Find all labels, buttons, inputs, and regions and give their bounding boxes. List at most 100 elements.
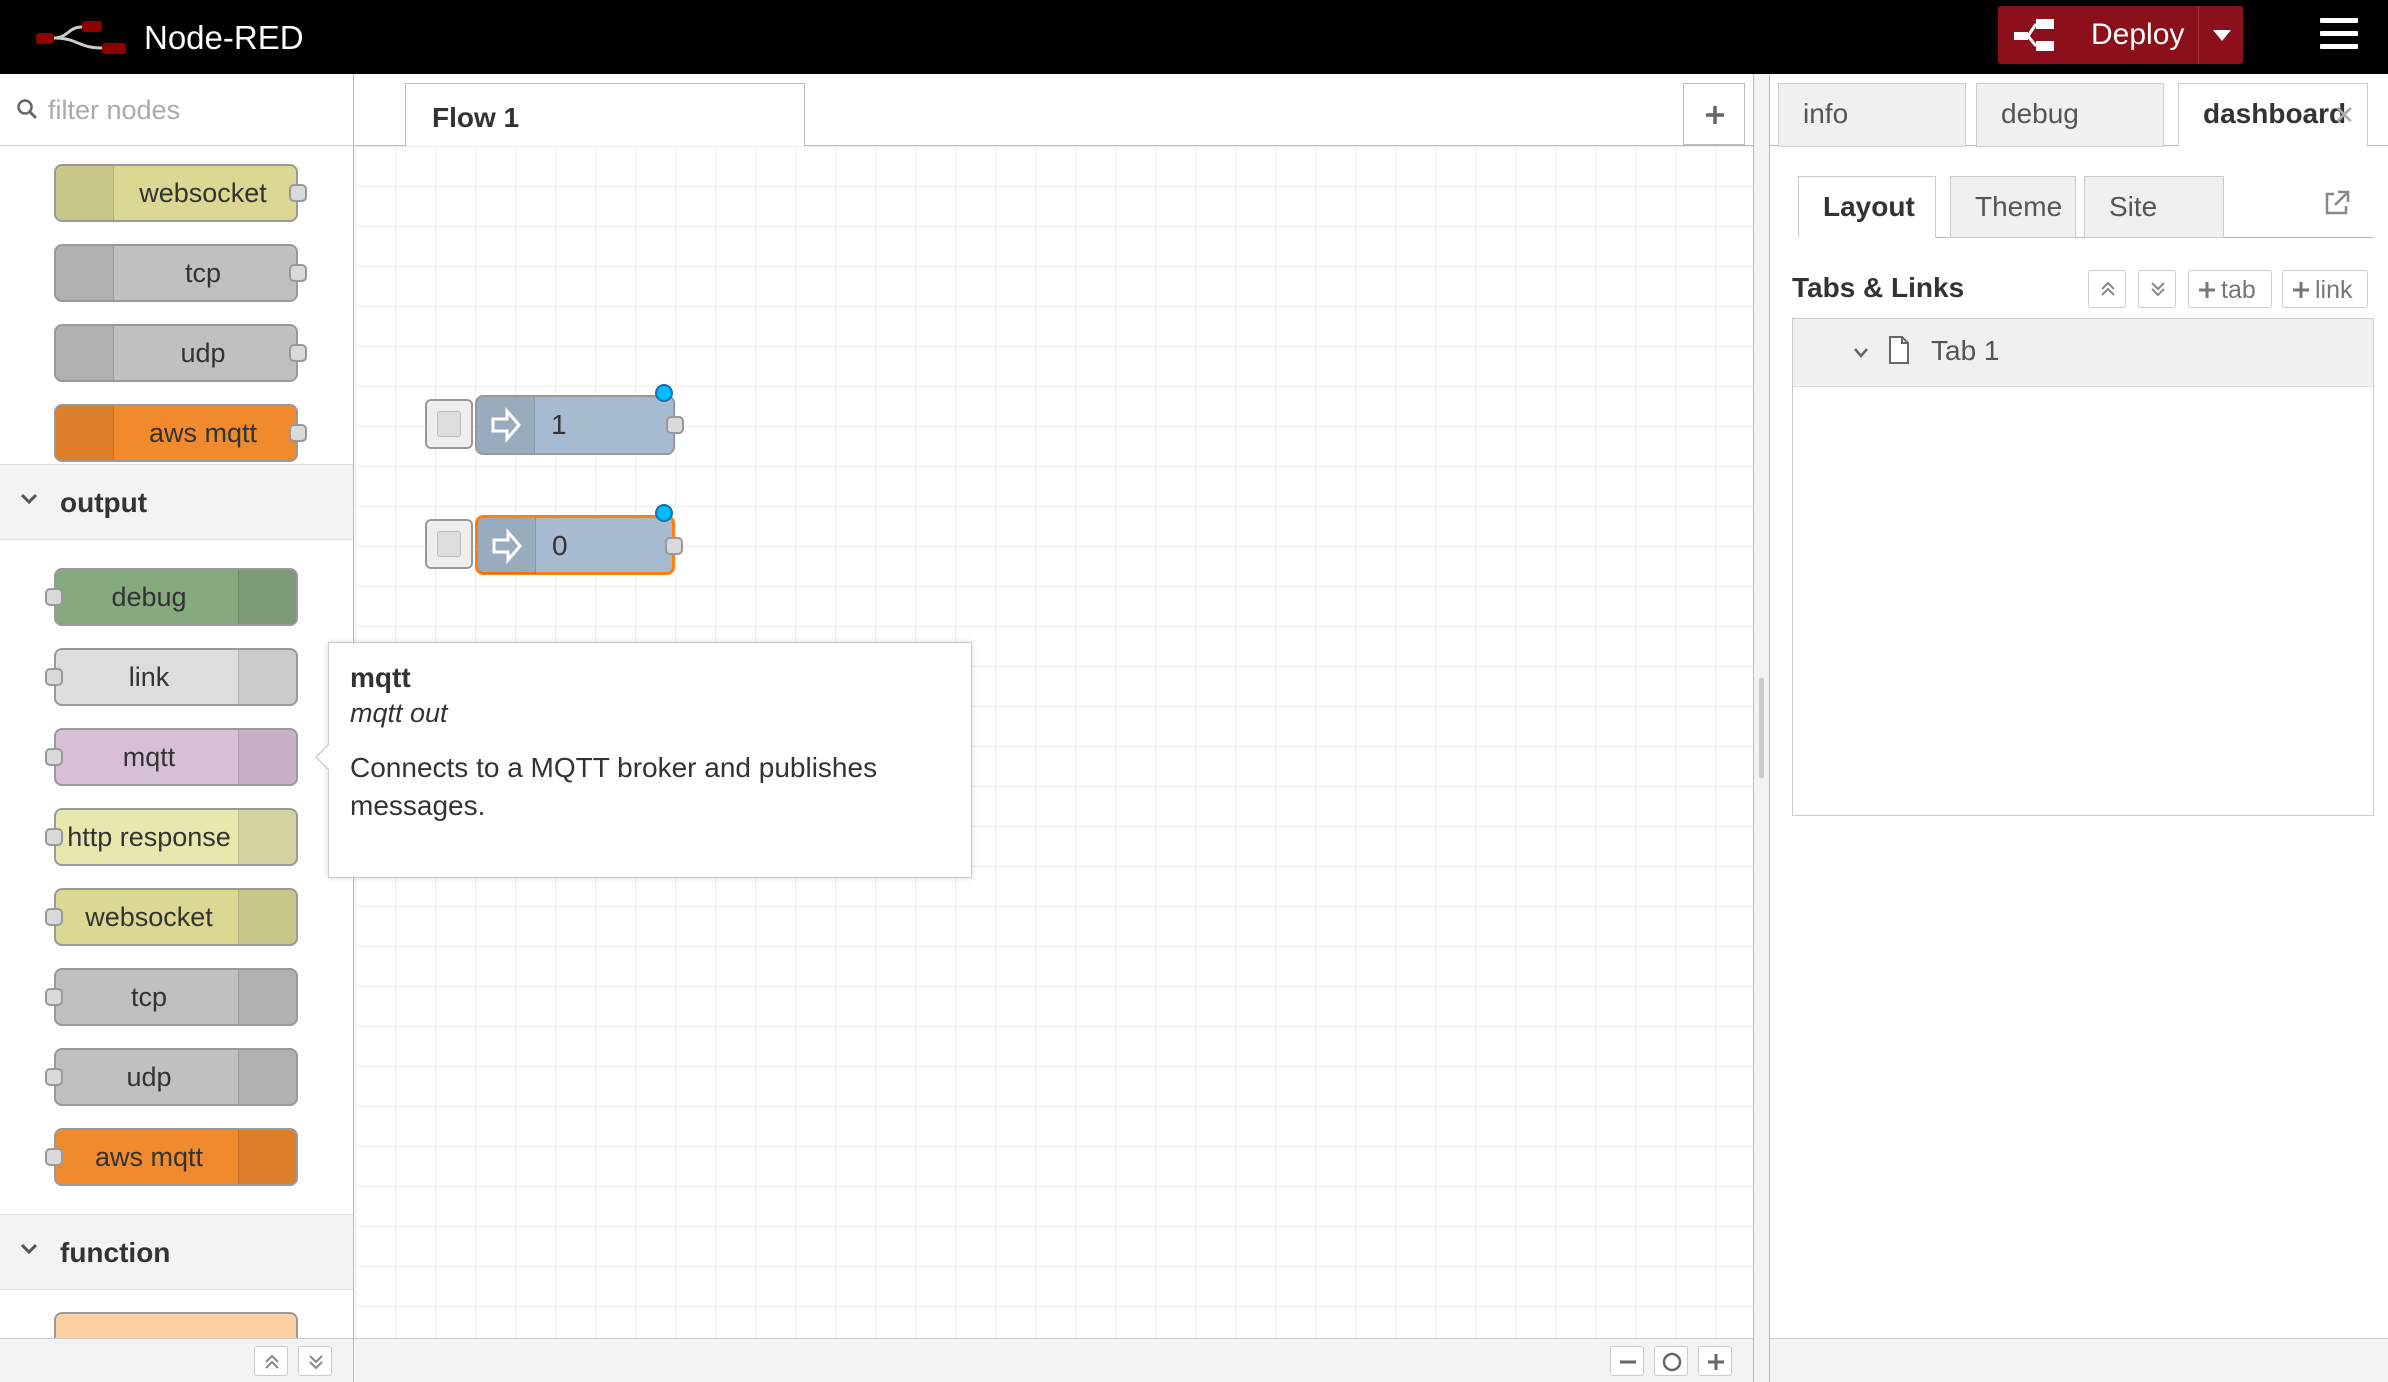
tabs-links-list: Tab 1 bbox=[1792, 318, 2374, 816]
globe-icon bbox=[56, 166, 114, 220]
input-port bbox=[45, 908, 63, 926]
input-port bbox=[45, 1148, 63, 1166]
sidebar-splitter[interactable] bbox=[1753, 74, 1770, 1382]
output-port bbox=[289, 264, 307, 282]
sidebar: info debug dashboard ✕ Layout Theme Site… bbox=[1770, 74, 2388, 1382]
input-port bbox=[45, 668, 63, 686]
plus-icon bbox=[2293, 282, 2309, 298]
caret-down-icon bbox=[2213, 30, 2231, 41]
search-icon bbox=[17, 99, 38, 120]
sidebar-tab-debug[interactable]: debug bbox=[1976, 83, 2164, 147]
close-icon[interactable]: ✕ bbox=[2333, 100, 2355, 130]
palette-node-udp-out[interactable]: udp bbox=[45, 1048, 298, 1106]
palette-node-websocket-in[interactable]: websocket bbox=[54, 164, 307, 222]
bridge-icon bbox=[238, 1050, 296, 1104]
palette-section-input: websocket tcp udp aws mqtt bbox=[0, 146, 353, 536]
inject-arrow-icon bbox=[491, 406, 521, 444]
tooltip-subtitle: mqtt out bbox=[350, 698, 448, 728]
dashboard-subtabs: Layout Theme Site bbox=[1798, 172, 2374, 238]
palette-section-function bbox=[0, 1290, 353, 1370]
inject-trigger-button[interactable] bbox=[425, 519, 473, 569]
collapse-all-tabs-button[interactable] bbox=[2088, 270, 2126, 308]
globe-icon bbox=[238, 810, 296, 864]
palette-category-function[interactable]: function bbox=[0, 1214, 353, 1290]
output-port[interactable] bbox=[666, 416, 684, 434]
zoom-in-button[interactable] bbox=[1698, 1346, 1732, 1376]
sidebar-tabs: info debug dashboard ✕ bbox=[1770, 74, 2388, 147]
palette-search bbox=[0, 74, 353, 146]
add-link-button[interactable]: link bbox=[2282, 270, 2368, 308]
palette-node-aws-mqtt-in[interactable]: aws mqtt bbox=[54, 404, 307, 462]
subtab-theme[interactable]: Theme bbox=[1950, 176, 2076, 238]
chevron-down-icon[interactable] bbox=[1853, 347, 1869, 359]
node-help-tooltip: mqtt mqtt out Connects to a MQTT broker … bbox=[315, 642, 972, 878]
double-chevron-up-icon bbox=[265, 1354, 279, 1369]
globe-icon bbox=[238, 890, 296, 944]
app-title: Node-RED bbox=[144, 19, 304, 56]
external-link-icon[interactable] bbox=[2322, 188, 2352, 218]
bridge-icon bbox=[56, 246, 114, 300]
node-palette: websocket tcp udp aws mqtt output debug bbox=[0, 74, 354, 1382]
sidebar-tab-dashboard[interactable]: dashboard ✕ bbox=[2178, 83, 2368, 147]
palette-category-output[interactable]: output bbox=[0, 464, 353, 540]
palette-node-websocket-out[interactable]: websocket bbox=[45, 888, 298, 946]
bridge-icon bbox=[238, 970, 296, 1024]
tab-flow-1[interactable]: Flow 1 bbox=[405, 83, 805, 147]
hamburger-icon bbox=[2320, 18, 2358, 23]
double-chevron-up-icon bbox=[2101, 281, 2115, 296]
collapse-all-button[interactable] bbox=[254, 1346, 288, 1376]
file-icon bbox=[1889, 336, 1909, 364]
bridge-icon bbox=[238, 1130, 296, 1184]
inject-trigger-button[interactable] bbox=[425, 399, 473, 449]
input-port bbox=[45, 1068, 63, 1086]
circle-icon bbox=[1662, 1352, 1682, 1372]
bridge-icon bbox=[56, 406, 114, 460]
subtab-layout[interactable]: Layout bbox=[1798, 176, 1936, 238]
output-port bbox=[289, 184, 307, 202]
subtab-site[interactable]: Site bbox=[2084, 176, 2224, 238]
add-flow-button[interactable] bbox=[1683, 83, 1745, 145]
palette-footer bbox=[0, 1338, 353, 1382]
palette-node-http-response[interactable]: http response bbox=[45, 808, 298, 866]
palette-node-mqtt-out[interactable]: mqtt bbox=[45, 728, 298, 786]
inject-node-0[interactable]: 0 bbox=[475, 515, 683, 575]
output-port[interactable] bbox=[665, 537, 683, 555]
inject-arrow-icon bbox=[492, 527, 522, 565]
minus-icon bbox=[1620, 1360, 1636, 1364]
input-port bbox=[45, 588, 63, 606]
node-red-logo-icon bbox=[36, 21, 126, 54]
deploy-icon bbox=[2014, 19, 2054, 51]
palette-node-link-out[interactable]: link bbox=[45, 648, 298, 706]
list-item-tab-1[interactable]: Tab 1 bbox=[1793, 319, 2373, 387]
double-chevron-down-icon bbox=[2151, 282, 2165, 297]
palette-node-tcp-in[interactable]: tcp bbox=[54, 244, 307, 302]
expand-all-tabs-button[interactable] bbox=[2138, 270, 2176, 308]
chevron-down-icon bbox=[20, 1243, 38, 1255]
chevron-down-icon bbox=[20, 493, 38, 505]
plus-icon bbox=[1708, 1354, 1724, 1370]
plus-icon bbox=[2199, 282, 2215, 298]
inject-node-1[interactable]: 1 bbox=[475, 395, 684, 455]
drag-handle bbox=[1759, 678, 1764, 778]
zoom-reset-button[interactable] bbox=[1654, 1346, 1688, 1376]
bridge-icon bbox=[238, 730, 296, 784]
palette-node-tcp-out[interactable]: tcp bbox=[45, 968, 298, 1026]
zoom-out-button[interactable] bbox=[1610, 1346, 1644, 1376]
main-menu-button[interactable] bbox=[2320, 18, 2360, 52]
plus-icon bbox=[1706, 106, 1724, 124]
input-port bbox=[45, 828, 63, 846]
changed-badge bbox=[655, 504, 673, 522]
palette-node-udp-in[interactable]: udp bbox=[54, 324, 307, 382]
expand-all-button[interactable] bbox=[298, 1346, 332, 1376]
sidebar-tab-info[interactable]: info bbox=[1778, 83, 1966, 147]
input-port bbox=[45, 748, 63, 766]
palette-node-aws-mqtt-out[interactable]: aws mqtt bbox=[45, 1128, 298, 1186]
add-tab-button[interactable]: tab bbox=[2188, 270, 2272, 308]
input-port bbox=[45, 988, 63, 1006]
deploy-button[interactable]: Deploy bbox=[1998, 6, 2243, 64]
palette-section-output: debug link mqtt http response websocket … bbox=[0, 540, 353, 1288]
deploy-options-button[interactable] bbox=[2198, 6, 2243, 64]
tooltip-description: Connects to a MQTT broker and publishes … bbox=[350, 752, 878, 821]
filter-nodes-input[interactable] bbox=[46, 90, 336, 130]
palette-node-debug[interactable]: debug bbox=[45, 568, 298, 626]
